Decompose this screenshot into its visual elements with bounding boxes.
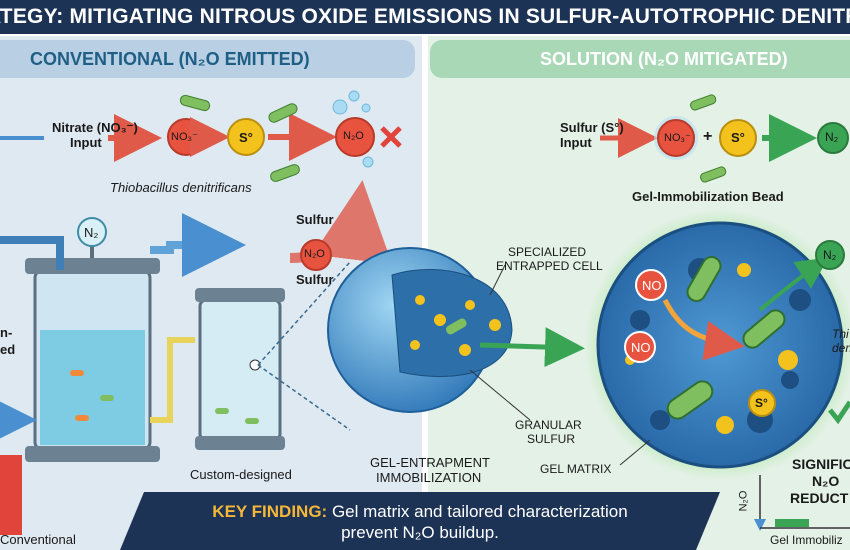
n2-zoom-label: N₂ xyxy=(823,248,837,262)
cross-icon xyxy=(380,126,402,148)
conventional-header xyxy=(0,40,415,78)
reduction-label: REDUCT xyxy=(790,490,849,506)
n2-gauge-label: N₂ xyxy=(84,225,99,240)
n2-zoom-circle xyxy=(815,240,845,270)
sulfur-bottom-label: Sulfur xyxy=(296,272,334,287)
solution-header-label: SOLUTION (N₂O MITIGATED) xyxy=(540,49,788,69)
n2-right-label: N₂ xyxy=(825,130,839,144)
check-icon xyxy=(828,400,850,425)
n2o-label: N₂O xyxy=(343,130,364,142)
gel-entrapment-label: GEL-ENTRAPMENT xyxy=(370,455,490,470)
granular-label-2: SULFUR xyxy=(527,432,576,446)
n2-gauge xyxy=(77,217,107,247)
specialized-label-2: ENTRAPPED CELL xyxy=(496,259,603,273)
specialized-label: SPECIALIZED xyxy=(508,245,587,259)
title-banner: ATEGY: MITIGATING NITROUS OXIDE EMISSION… xyxy=(0,0,850,34)
reactor-2 xyxy=(198,298,282,442)
gel-matrix-label: GEL MATRIX xyxy=(540,462,612,476)
nitrate-label: Nitrate (NO₃⁻) xyxy=(52,120,138,135)
immobilization-label: IMMOBILIZATION xyxy=(376,470,482,485)
partial-label-1: n- xyxy=(0,325,13,340)
bacterium-icon xyxy=(270,164,300,182)
sulfur-input-label-2: Input xyxy=(560,135,592,150)
no-label-2: NO xyxy=(631,340,651,355)
y-axis-label: N₂O xyxy=(737,490,750,512)
s0-zoom-label: S° xyxy=(755,396,768,410)
gel-immobilization-label: Gel Immobiliz xyxy=(770,533,843,547)
no-label-1: NO xyxy=(642,278,662,293)
n2-circle-right xyxy=(817,122,849,154)
key-finding-box xyxy=(120,492,720,550)
conventional-header-label: CONVENTIONAL (N₂O EMITTED) xyxy=(30,49,310,69)
key-finding-label: KEY FINDING: xyxy=(212,502,328,521)
solution-header xyxy=(430,40,850,78)
bacterium-icon xyxy=(179,94,211,112)
significant-n2o-label: N₂O xyxy=(812,473,840,489)
title: ATEGY: MITIGATING NITROUS OXIDE EMISSION… xyxy=(0,5,850,28)
no3-circle-right xyxy=(657,119,695,157)
custom-designed-label: Custom-designed xyxy=(190,467,292,482)
conventional-label: Conventional xyxy=(0,532,76,547)
n2o-circle xyxy=(335,117,375,157)
key-finding-line-1: KEY FINDING: Gel matrix and tailored cha… xyxy=(120,502,720,522)
s0-label: S° xyxy=(239,130,253,145)
key-finding-text-1: Gel matrix and tailored characterization xyxy=(331,502,628,521)
bead-label: Gel-Immobilization Bead xyxy=(632,189,784,204)
n2o-small-circle xyxy=(300,239,332,271)
thio-label-2: den xyxy=(832,341,850,355)
gel-n2o-bar xyxy=(775,519,809,527)
organism-label: Thiobacillus denitrificans xyxy=(110,180,252,195)
thio-label-1: Thi xyxy=(832,327,849,341)
n2o-small-label: N₂O xyxy=(304,248,325,260)
granular-label: GRANULAR xyxy=(515,418,582,432)
significant-label: SIGNIFICA xyxy=(792,456,850,472)
s0-zoom-circle xyxy=(748,389,776,417)
partial-label-2: ed xyxy=(0,342,16,357)
conventional-n2o-bar xyxy=(0,455,22,535)
no-circle-1 xyxy=(635,269,667,301)
bacterium-icon xyxy=(268,103,298,123)
sulfur-top-label: Sulfur xyxy=(296,212,334,227)
s0-circle xyxy=(227,118,265,156)
no3-right-label: NO₃⁻ xyxy=(664,132,691,144)
key-finding-line-2: prevent N₂O buildup. xyxy=(341,523,499,542)
s0-right-label: S° xyxy=(731,130,745,145)
no-circle-2 xyxy=(624,331,656,363)
sulfur-input-label: Sulfur (S°) xyxy=(560,120,624,135)
s0-circle-right xyxy=(719,119,757,157)
nitrate-input-label: Input xyxy=(70,135,102,150)
no3-label: NO₃⁻ xyxy=(171,131,198,143)
plus-sign: + xyxy=(703,128,713,145)
